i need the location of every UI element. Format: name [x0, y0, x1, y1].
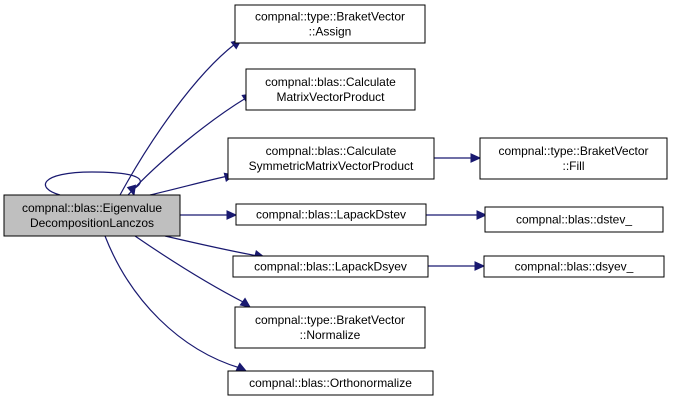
node-dsyev[interactable]: compnal::blas::LapackDsyev [232, 255, 429, 278]
node-box [227, 137, 435, 180]
edge-dsyev-to-dsyev_ [428, 261, 486, 271]
node-box [227, 370, 434, 396]
node-label-line: compnal::blas::Eigenvalue [22, 201, 162, 215]
arrowhead-icon [476, 210, 488, 220]
node-box [3, 194, 181, 237]
node-label-line: SymmetricMatrixVectorProduct [249, 159, 414, 173]
node-label-line: compnal::blas::dsyev_ [515, 260, 634, 274]
edge-dstev-to-dstev_ [426, 210, 488, 220]
node-fill[interactable]: compnal::type::BraketVector::Fill [479, 137, 668, 180]
node-ortho[interactable]: compnal::blas::Orthonormalize [227, 370, 434, 396]
node-label-line: compnal::blas::Orthonormalize [249, 376, 412, 390]
node-label-line: DecompositionLanczos [30, 216, 154, 230]
edge-calcsym-to-fill [434, 153, 482, 163]
edge-line [104, 235, 241, 369]
node-label-line: MatrixVectorProduct [276, 90, 385, 104]
node-assign[interactable]: compnal::type::BraketVector::Assign [234, 4, 426, 44]
edge-line [134, 235, 246, 304]
node-label-line: compnal::type::BraketVector [255, 313, 405, 327]
edge-root-to-ortho [104, 235, 248, 372]
node-label-line: compnal::blas::LapackDstev [256, 208, 406, 222]
node-label-line: compnal::blas::Calculate [266, 144, 397, 158]
node-label-line: ::Fill [563, 159, 585, 173]
edge-root-to-normalize [134, 235, 251, 308]
arrowhead-icon [239, 297, 251, 308]
nodes-layer: compnal::blas::EigenvalueDecompositionLa… [3, 4, 668, 396]
node-box [234, 306, 426, 349]
node-label-line: ::Normalize [300, 328, 361, 342]
edge-line [127, 97, 247, 196]
node-root[interactable]: compnal::blas::EigenvalueDecompositionLa… [3, 194, 181, 237]
edge-root-to-dstev [180, 210, 238, 220]
node-label-line: compnal::type::BraketVector [255, 10, 405, 24]
node-box [245, 68, 416, 111]
node-dstev[interactable]: compnal::blas::LapackDstev [235, 203, 427, 226]
edge-root-to-calcsym [149, 172, 236, 196]
node-label-line: compnal::type::BraketVector [498, 144, 648, 158]
edge-root-to-assign [119, 39, 242, 196]
node-label-line: compnal::blas::Calculate [265, 75, 396, 89]
node-box [483, 255, 665, 278]
node-box [234, 4, 426, 44]
node-dsyev_[interactable]: compnal::blas::dsyev_ [483, 255, 665, 278]
node-dstev_[interactable]: compnal::blas::dstev_ [484, 206, 664, 233]
edge-line [164, 235, 259, 257]
node-calcsym[interactable]: compnal::blas::CalculateSymmetricMatrixV… [227, 137, 435, 180]
node-box [484, 206, 664, 233]
arrowhead-icon [226, 210, 238, 220]
node-calcmv[interactable]: compnal::blas::CalculateMatrixVectorProd… [245, 68, 416, 111]
node-box [232, 255, 429, 278]
node-label-line: ::Assign [309, 25, 352, 39]
node-label-line: compnal::blas::LapackDsyev [254, 260, 407, 274]
edge-root-to-dsyev [164, 235, 266, 260]
arrowhead-icon [235, 362, 248, 372]
edge-line [119, 43, 236, 196]
arrowhead-icon [470, 153, 482, 163]
node-label-line: compnal::blas::dstev_ [516, 213, 632, 227]
node-box [235, 203, 427, 226]
node-normalize[interactable]: compnal::type::BraketVector::Normalize [234, 306, 426, 349]
edge-line [149, 175, 229, 196]
arrowhead-icon [474, 261, 486, 271]
node-box [479, 137, 668, 180]
